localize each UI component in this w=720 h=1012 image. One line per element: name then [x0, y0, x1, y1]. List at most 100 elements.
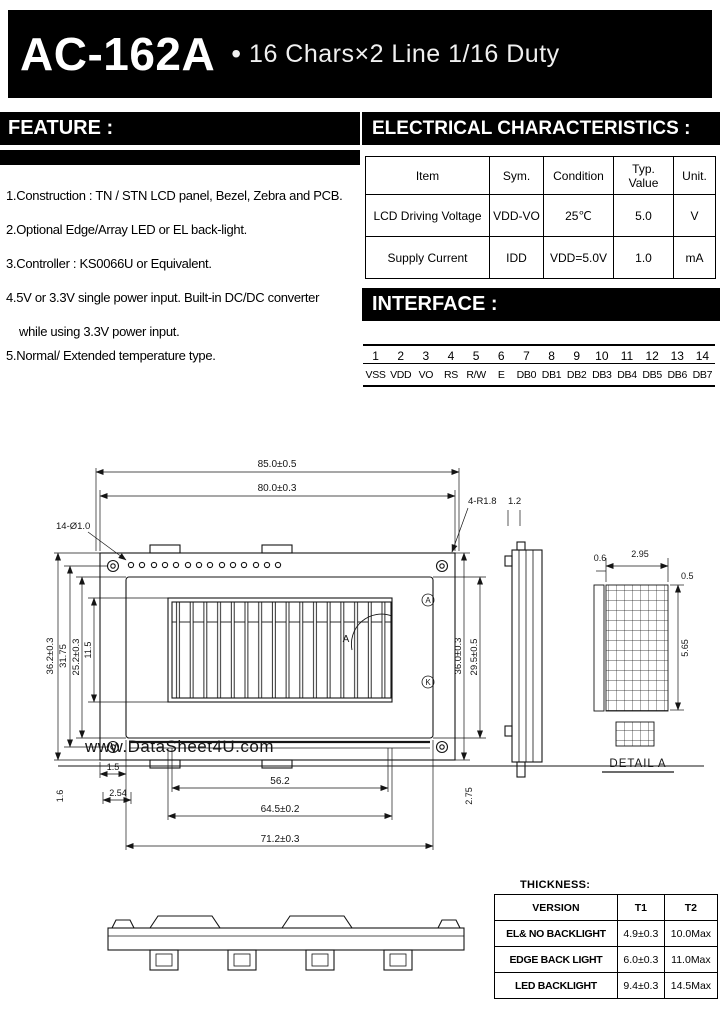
- interface-pin-table: 1 2 3 4 5 6 7 8 9 10 11 12 13 14 VSS VDD…: [363, 344, 715, 387]
- pin-number: 6: [497, 349, 505, 363]
- elec-col-sym: Sym.: [489, 156, 544, 195]
- pin-number: 1: [372, 349, 379, 363]
- pin-number: 2: [397, 349, 405, 363]
- dim-side-height-2: 29.5±0.5: [469, 639, 480, 676]
- feature-item: 2.Optional Edge/Array LED or EL back-lig…: [6, 222, 247, 237]
- dim-window-width: 64.5±0.2: [261, 804, 300, 815]
- elec-cell: 25℃: [543, 194, 614, 237]
- thick-cell-version: LED BACKLIGHT: [494, 972, 618, 999]
- pin-number: 4: [447, 349, 455, 363]
- pin-number: 9: [573, 349, 581, 363]
- bullet-icon: •: [231, 38, 242, 69]
- cathode-mark-label: K: [425, 678, 431, 687]
- elec-cell: V: [673, 194, 716, 237]
- mechanical-drawing: A K A: [45, 459, 704, 971]
- dim-pin-holes: 14-Ø1.0: [56, 521, 90, 532]
- dim-detail-p1: 0.6: [594, 553, 607, 563]
- table-row: Supply Current IDD VDD=5.0V 1.0 mA: [365, 236, 716, 279]
- dim-edge-offset: 1.5: [107, 762, 120, 772]
- thick-cell-version: EL& NO BACKLIGHT: [494, 920, 618, 947]
- divider-strip: [0, 150, 360, 165]
- pin-number: 14: [695, 349, 710, 363]
- detail-a-view: [593, 558, 684, 773]
- pin-number: 10: [595, 349, 609, 363]
- electrical-heading: ELECTRICAL CHARACTERISTICS :: [362, 112, 720, 145]
- pin-signal: R/W: [466, 369, 486, 381]
- feature-heading-label: FEATURE :: [8, 117, 114, 139]
- dim-bezel-height: 25.2±0.3: [71, 639, 82, 676]
- pin-signal: DB2: [566, 369, 587, 381]
- thickness-table: VERSION T1 T2 EL& NO BACKLIGHT 4.9±0.3 1…: [494, 894, 719, 999]
- dim-char-area-width: 56.2: [270, 776, 290, 787]
- feature-item: 3.Controller : KS0066U or Equivalent.: [6, 256, 212, 271]
- pin-signal: VO: [418, 369, 434, 381]
- elec-cell: 5.0: [613, 194, 674, 237]
- feature-item: 1.Construction : TN / STN LCD panel, Bez…: [6, 188, 343, 203]
- table-row: EDGE BACK LIGHT 6.0±0.3 11.0Max: [494, 946, 719, 973]
- title-subtitle: 16 Chars×2 Line 1/16 Duty: [249, 39, 560, 68]
- elec-col-unit: Unit.: [673, 156, 716, 195]
- pin-number: 12: [645, 349, 659, 363]
- pin-signal: DB6: [667, 369, 688, 381]
- thick-cell-version: EDGE BACK LIGHT: [494, 946, 618, 973]
- dimension-lines: [54, 468, 704, 850]
- model-name: AC-162A: [20, 28, 216, 80]
- thickness-block: THICKNESS: VERSION T1 T2 EL& NO BACKLIGH…: [494, 879, 719, 999]
- electrical-header-row: Item Sym. Condition Typ. Value Unit.: [365, 156, 716, 195]
- pin-signal: E: [497, 369, 505, 381]
- pin-number: 3: [422, 349, 430, 363]
- pin-signal: DB0: [516, 369, 537, 381]
- elec-cell: IDD: [489, 236, 544, 279]
- feature-item-continuation: while using 3.3V power input.: [19, 324, 180, 339]
- thick-cell: 6.0±0.3: [616, 946, 665, 973]
- anode-mark-label: A: [425, 596, 431, 605]
- dim-corner-radius: 4-R1.8: [468, 496, 497, 507]
- dim-window-height: 11.5: [83, 642, 93, 659]
- thick-col-version: VERSION: [494, 894, 618, 921]
- elec-cell: mA: [673, 236, 716, 279]
- thickness-header-row: VERSION T1 T2: [494, 894, 719, 921]
- thick-col-t2: T2: [663, 894, 719, 921]
- pin-number: 13: [670, 349, 684, 363]
- thick-col-t1: T1: [616, 894, 665, 921]
- pin-number: 8: [548, 349, 555, 363]
- dim-pcb-width: 80.0±0.3: [258, 483, 297, 494]
- side-view: [504, 541, 543, 778]
- title-bar: AC-162A • 16 Chars×2 Line 1/16 Duty: [8, 10, 712, 98]
- thick-cell: 14.5Max: [663, 972, 719, 999]
- interface-heading: INTERFACE :: [362, 288, 720, 321]
- dim-pcb-height: 36.2±0.3: [45, 638, 56, 675]
- feature-item: 4.5V or 3.3V single power input. Built-i…: [6, 290, 320, 305]
- pin-number: 5: [472, 349, 480, 363]
- elec-col-typ-value: Typ. Value: [613, 156, 674, 195]
- feature-heading: FEATURE :: [0, 112, 360, 145]
- detail-a-label: DETAIL A: [609, 758, 666, 770]
- table-row: EL& NO BACKLIGHT 4.9±0.3 10.0Max: [494, 920, 719, 947]
- pin-signal-row: VSS VDD VO RS R/W E DB0 DB1 DB2 DB3 DB4 …: [363, 364, 715, 387]
- dim-overall-width: 85.0±0.5: [258, 459, 297, 470]
- pin-signal: DB3: [592, 369, 612, 381]
- front-view: [99, 544, 456, 769]
- feature-item: 5.Normal/ Extended temperature type.: [6, 348, 216, 363]
- thick-cell: 9.4±0.3: [616, 972, 665, 999]
- dim-bezel-width: 71.2±0.3: [261, 834, 300, 845]
- dim-hole-pitch-v: 31.75: [58, 644, 69, 668]
- electrical-heading-label: ELECTRICAL CHARACTERISTICS :: [372, 117, 691, 139]
- bottom-view: [107, 915, 465, 971]
- watermark: www.DataSheet4U.com: [84, 737, 274, 756]
- interface-heading-label: INTERFACE :: [372, 293, 498, 315]
- dim-side-height: 36.0±0.3: [453, 638, 464, 675]
- dim-pin-pitch: 2.54: [109, 788, 127, 798]
- dim-corner-offset: 1.2: [508, 496, 521, 507]
- pin-signal: DB1: [541, 369, 562, 381]
- dim-detail-p3: 0.5: [681, 571, 694, 581]
- table-row: LCD Driving Voltage VDD-VO 25℃ 5.0 V: [365, 194, 716, 237]
- pin-signal: DB7: [692, 369, 713, 381]
- table-row: LED BACKLIGHT 9.4±0.3 14.5Max: [494, 972, 719, 999]
- elec-cell: VDD-VO: [489, 194, 544, 237]
- elec-cell: 1.0: [613, 236, 674, 279]
- thickness-title: THICKNESS:: [520, 879, 591, 891]
- dim-bezel-foot: 2.75: [464, 787, 474, 805]
- feature-list: 1.Construction : TN / STN LCD panel, Bez…: [6, 188, 360, 382]
- thick-cell: 10.0Max: [663, 920, 719, 947]
